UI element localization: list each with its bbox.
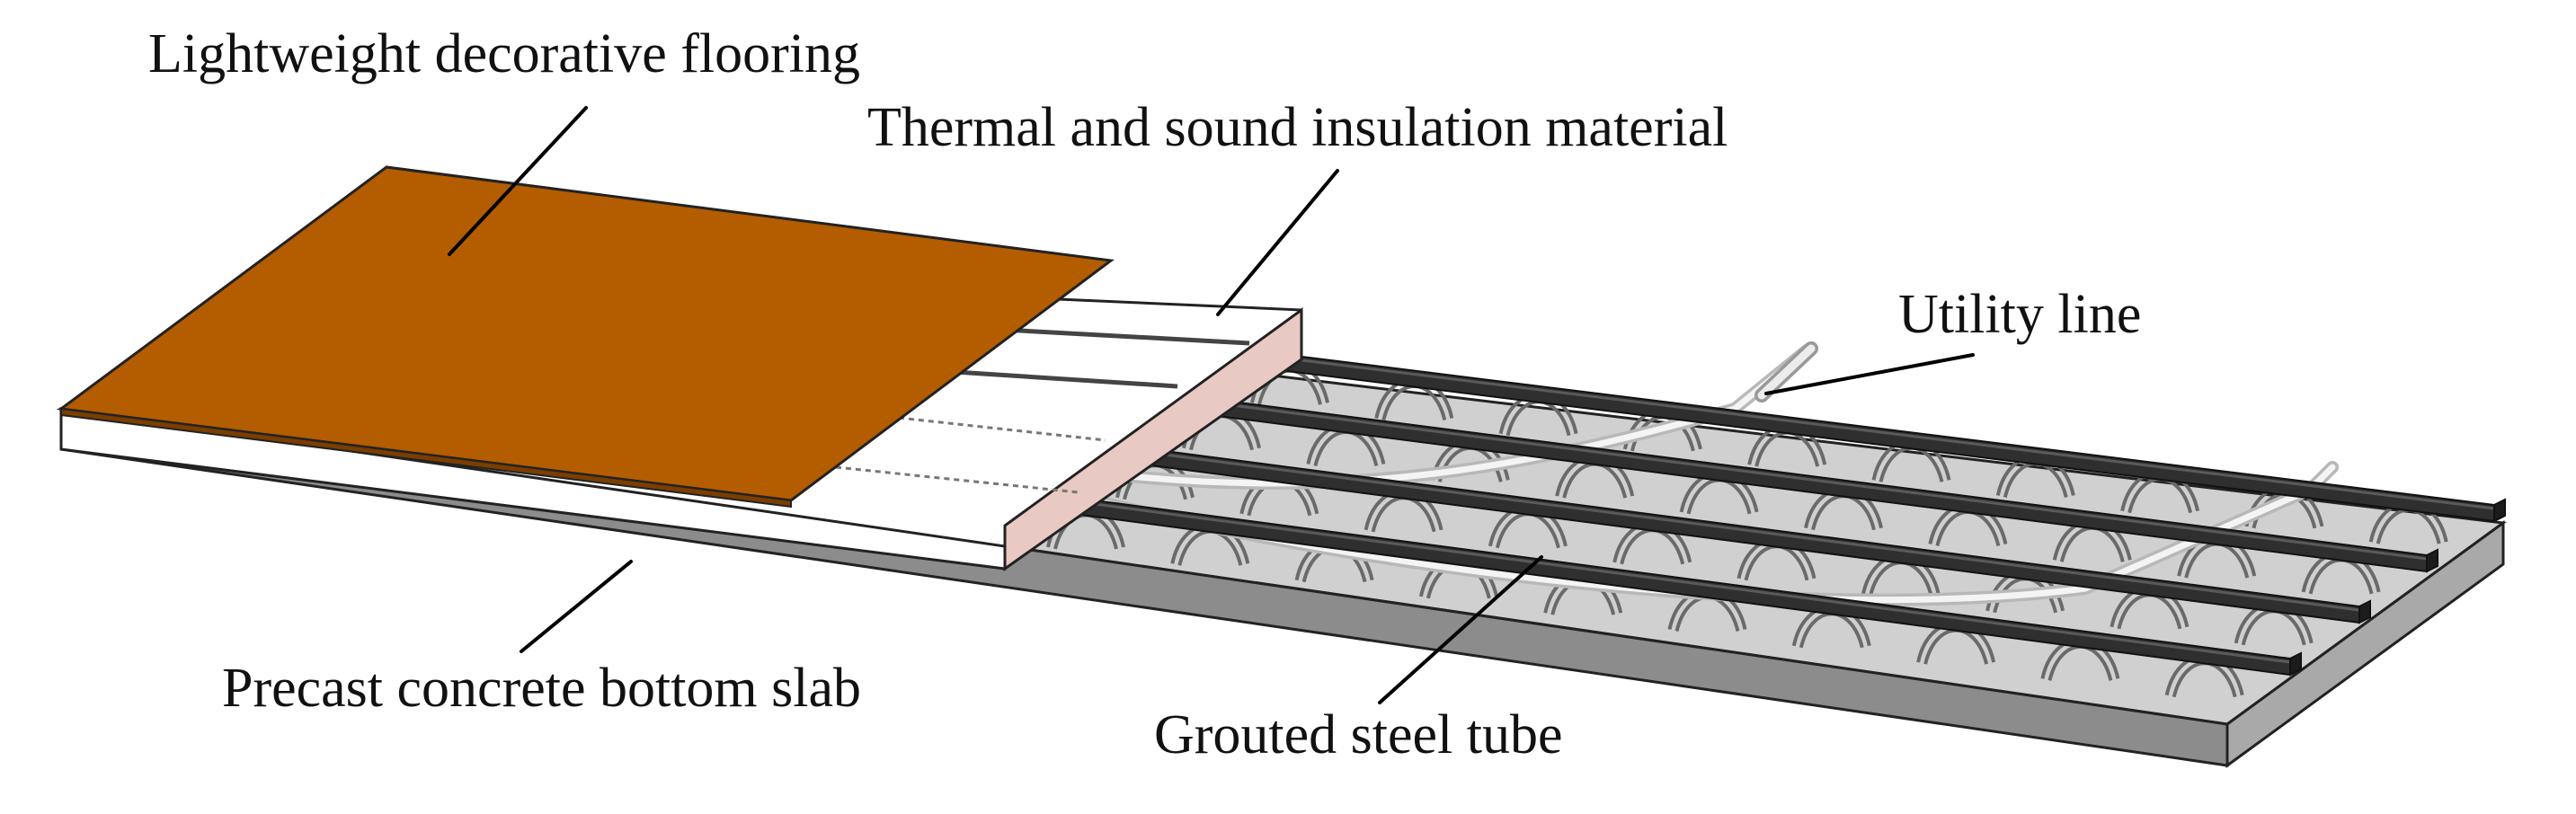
tube-highlight — [1046, 496, 2291, 664]
label-flooring: Lightweight decorative flooring — [148, 23, 860, 84]
flooring-edge — [60, 407, 792, 509]
grouted-steel-tubes — [1046, 349, 2506, 677]
tube-end-cap — [2289, 651, 2302, 677]
leader-tube — [1378, 555, 1543, 704]
tube-highlight — [1115, 447, 2360, 612]
tube-highlight — [1250, 352, 2495, 510]
leader-lines — [448, 106, 1975, 704]
label-tube: Grouted steel tube — [1154, 704, 1563, 765]
label-insulation: Thermal and sound insulation material — [867, 97, 1728, 158]
leader-utility — [1764, 353, 1975, 395]
decorative-flooring — [58, 165, 1115, 509]
leader-flooring — [448, 106, 588, 256]
labels: Lightweight decorative flooring Thermal … — [148, 23, 2141, 765]
leader-insulation — [1216, 169, 1339, 316]
label-utility-line: Utility line — [1898, 284, 2141, 345]
tube-highlight — [1182, 397, 2428, 561]
slab-end-face — [2225, 520, 2505, 768]
leader-slab — [520, 560, 633, 653]
insulation-end-face — [1003, 307, 1303, 571]
tube-end-cap — [2426, 548, 2438, 573]
label-slab: Precast concrete bottom slab — [222, 658, 861, 719]
tube-end-cap — [2493, 498, 2506, 523]
tube-end-cap — [2358, 599, 2371, 624]
